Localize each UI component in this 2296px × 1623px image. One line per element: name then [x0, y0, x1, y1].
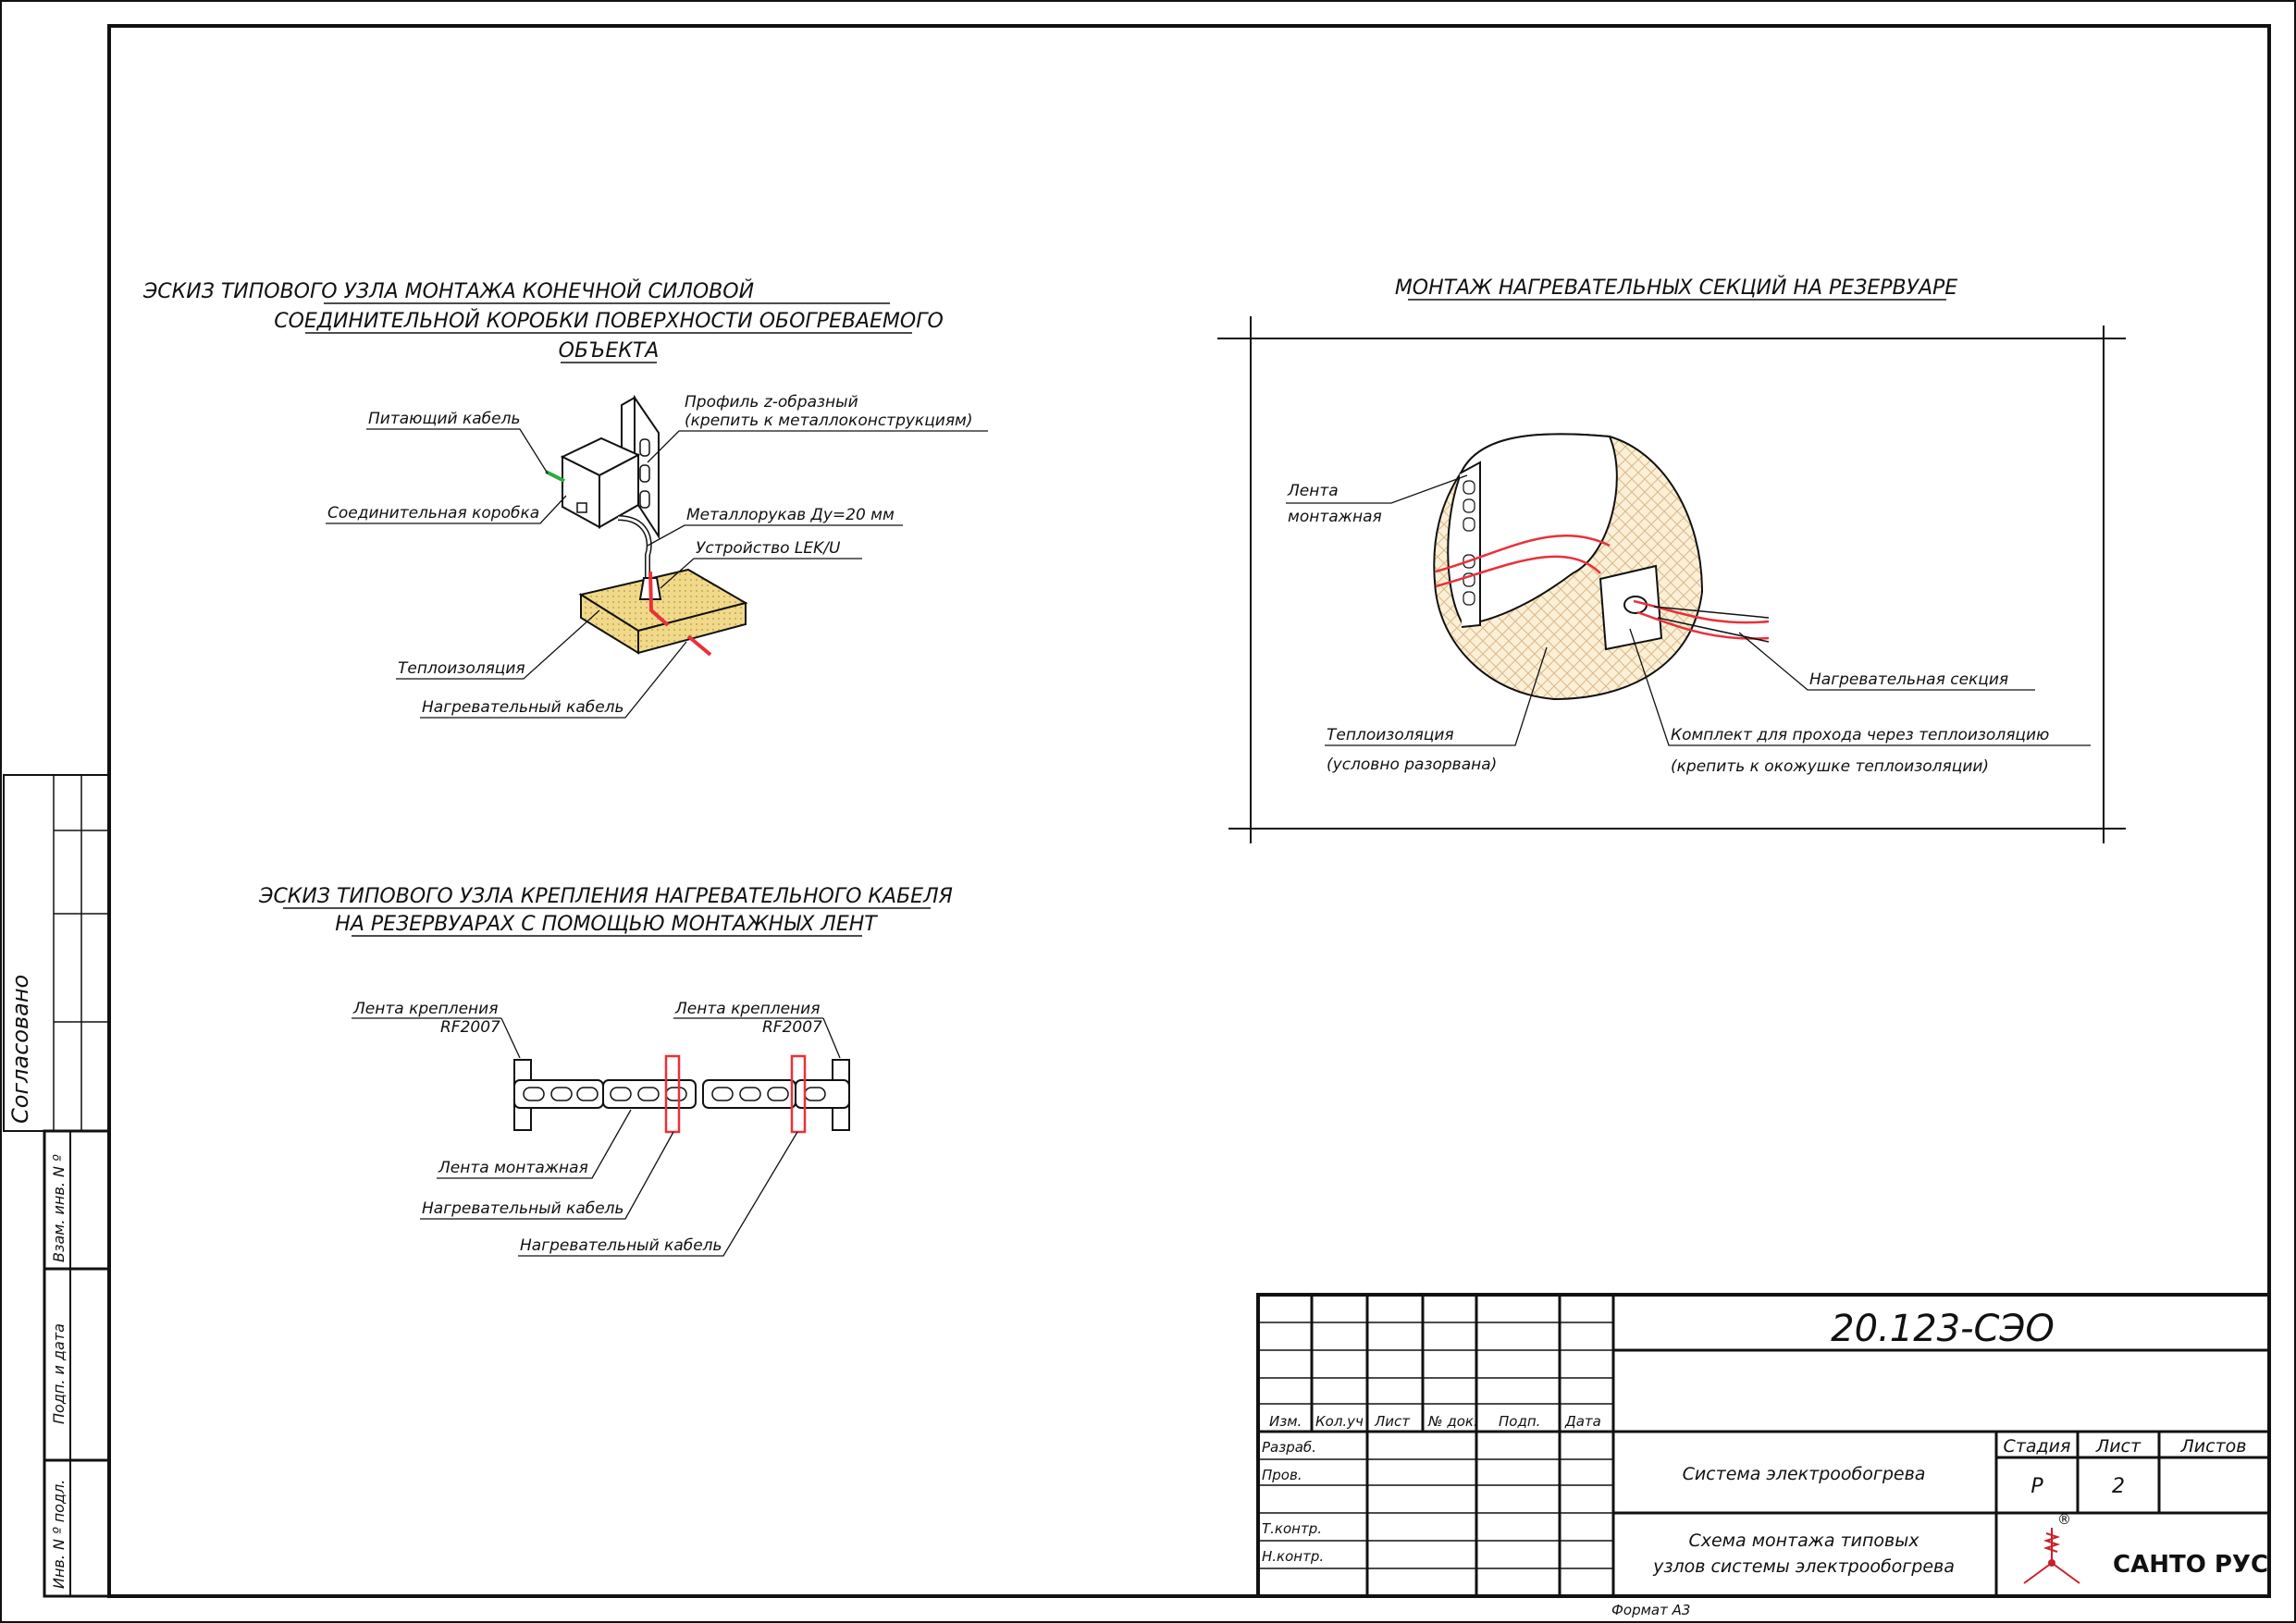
company-name: САНТО РУС: [2113, 1551, 2268, 1579]
role-checker: Пров.: [1262, 1467, 1302, 1483]
label-tape-line1: Лента: [1287, 482, 1339, 500]
col-header-date: Дата: [1564, 1413, 1601, 1430]
col-header-kolvo: Кол.уч: [1315, 1413, 1364, 1430]
sheets-label: Листов: [2180, 1436, 2247, 1457]
drawing2-title-line1: ЭСКИЗ ТИПОВОГО УЗЛА КРЕПЛЕНИЯ НАГРЕВАТЕЛ…: [258, 885, 953, 908]
company-logo: ® САНТО РУС: [2023, 1511, 2268, 1584]
label-supply-cable: Питающий кабель: [368, 410, 521, 428]
drawing-mounting-tapes: ЭСКИЗ ТИПОВОГО УЗЛА КРЕПЛЕНИЯ НАГРЕВАТЕЛ…: [258, 885, 953, 1257]
label-tape-line2: монтажная: [1288, 508, 1382, 526]
label-mount-tape: Лента монтажная: [438, 1159, 588, 1177]
label-heating-cable-1: Нагревательный кабель: [422, 698, 624, 717]
drawing3-title: МОНТАЖ НАГРЕВАТЕЛЬНЫХ СЕКЦИЙ НА РЕЗЕРВУА…: [1395, 276, 1957, 300]
label-profile-line1: Профиль z-образный: [685, 393, 858, 412]
label-insulation-3-line2: (условно разорвана): [1327, 756, 1497, 774]
label-metal-hose: Металлорукав Ду=20 мм: [686, 506, 895, 524]
stage-value: Р: [2031, 1475, 2043, 1498]
sheet-title-line1: Схема монтажа типовых: [1688, 1531, 1920, 1551]
drawing2-title-line2: НА РЕЗЕРВУАРАХ С ПОМОЩЬЮ МОНТАЖНЫХ ЛЕНТ: [335, 913, 878, 936]
side-stamp: Согласовано Взам. инв. N º Подп. и дата …: [3, 774, 111, 1598]
side-sign-date-label: Подп. и дата: [50, 1323, 68, 1424]
sheet-title-line2: узлов системы электрообогрева: [1652, 1556, 1955, 1577]
role-developer: Разраб.: [1262, 1439, 1316, 1456]
stage-label: Стадия: [2004, 1436, 2071, 1457]
role-tech-control: Т.контр.: [1262, 1520, 1322, 1537]
label-band-right-line2: RF2007: [762, 1018, 822, 1037]
label-band-left-line1: Лента крепления: [352, 1000, 498, 1018]
label-heating-cable-2: Нагревательный кабель: [422, 1199, 624, 1218]
label-junction-box: Соединительная коробка: [327, 504, 539, 523]
drawing-reservoir: МОНТАЖ НАГРЕВАТЕЛЬНЫХ СЕКЦИЙ НА РЕЗЕРВУА…: [1217, 276, 2126, 843]
col-header-doc: № док.: [1427, 1413, 1478, 1430]
label-insulation-3-line1: Теплоизоляция: [1327, 726, 1454, 744]
side-agreed-label: Согласовано: [7, 975, 33, 1124]
format-label: Формат А3: [1611, 1602, 1690, 1618]
side-vzam-label: Взам. инв. N º: [50, 1154, 68, 1262]
label-kit-line2: (крепить к окожушке теплоизоляции): [1671, 757, 1989, 776]
col-header-sign: Подп.: [1499, 1413, 1540, 1430]
label-heating-section: Нагревательная секция: [1809, 670, 2008, 689]
title-block: Изм. Кол.уч Лист № док. Подп. Дата Разра…: [1256, 1293, 2271, 1598]
label-insulation-1: Теплоизоляция: [398, 659, 525, 678]
label-lek-device: Устройство LEK/U: [696, 539, 841, 558]
side-inv-orig-label: Инв. N º подл.: [50, 1480, 68, 1589]
drawing1-title-line1: ЭСКИЗ ТИПОВОГО УЗЛА МОНТАЖА КОНЕЧНОЙ СИЛ…: [142, 279, 754, 303]
doc-number: 20.123-СЭО: [1831, 1308, 2055, 1350]
system-name: Система электрообогрева: [1683, 1464, 1926, 1484]
drawing-junction-box: ЭСКИЗ ТИПОВОГО УЗЛА МОНТАЖА КОНЕЧНОЙ СИЛ…: [142, 279, 988, 719]
col-header-izm: Изм.: [1269, 1413, 1302, 1430]
sheet-value: 2: [2112, 1475, 2125, 1498]
col-header-list: Лист: [1374, 1413, 1411, 1430]
label-kit-line1: Комплект для прохода через теплоизоляцию: [1671, 726, 2049, 744]
drawing1-title-line2: СОЕДИНИТЕЛЬНОЙ КОРОБКИ ПОВЕРХНОСТИ ОБОГР…: [274, 309, 944, 333]
label-band-left-line2: RF2007: [440, 1018, 500, 1037]
label-heating-cable-3: Нагревательный кабель: [520, 1236, 722, 1255]
drawing1-title-line3: ОБЪЕКТА: [559, 339, 660, 363]
label-band-right-line1: Лента крепления: [674, 1000, 820, 1018]
registered-mark: ®: [2057, 1511, 2071, 1528]
sheet-label: Лист: [2095, 1436, 2142, 1457]
label-profile-line2: (крепить к металлоконструкциям): [685, 412, 973, 430]
role-norm-control: Н.контр.: [1262, 1548, 1324, 1565]
